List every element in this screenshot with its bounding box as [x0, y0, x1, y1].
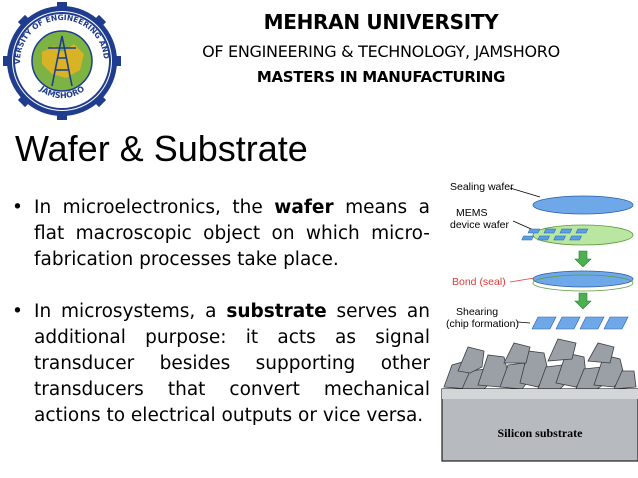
- label-chip-formation: (chip formation): [446, 318, 519, 330]
- university-subtitle: OF ENGINEERING & TECHNOLOGY, JAMSHORO: [202, 42, 560, 61]
- label-mems: MEMS: [456, 207, 488, 219]
- leader-line: [517, 321, 531, 324]
- mems-chips: [521, 228, 589, 241]
- label-shearing: Shearing: [456, 306, 498, 318]
- label-bond: Bond (seal): [452, 276, 506, 288]
- university-logo: MEHRAN UNIVERSITY OF ENGINEERING AND TEC…: [2, 2, 121, 120]
- bullet-marker: •: [12, 197, 23, 218]
- mems-device-wafer: [532, 224, 634, 246]
- bullet-marker: •: [12, 301, 23, 322]
- label-sealing-wafer: Sealing wafer: [450, 181, 514, 193]
- slide-title: Wafer & Substrate: [15, 128, 308, 169]
- label-silicon-substrate: Silicon substrate: [497, 426, 583, 440]
- university-name: MEHRAN UNIVERSITY: [263, 10, 499, 34]
- leader-line: [509, 187, 541, 198]
- program-name: MASTERS IN MANUFACTURING: [256, 68, 506, 86]
- bold-term: substrate: [226, 301, 327, 322]
- bold-term: wafer: [274, 197, 334, 218]
- sheared-chips: [531, 316, 629, 330]
- bullet-list: • In microelectronics, the wafer means a…: [12, 195, 430, 429]
- leader-line: [509, 277, 535, 283]
- bullet-item-substrate: • In microsystems, a substrate serves an…: [12, 301, 430, 426]
- label-device-wafer: device wafer: [450, 219, 509, 231]
- pylon-icon: [48, 35, 76, 87]
- wafer-process-diagram: Sealing wafer MEMS device wafer Bond (se…: [441, 181, 638, 462]
- down-arrow-icon: [574, 292, 592, 310]
- down-arrow-icon: [574, 250, 592, 268]
- bonded-wafer: [532, 270, 634, 288]
- slide-header: MEHRAN UNIVERSITY OF ENGINEERING & TECHN…: [124, 0, 638, 86]
- silicon-substrate: [441, 388, 638, 462]
- bullet-item-wafer: • In microelectronics, the wafer means a…: [12, 197, 431, 270]
- sealing-wafer: [532, 195, 634, 215]
- debris-pile: [443, 338, 637, 392]
